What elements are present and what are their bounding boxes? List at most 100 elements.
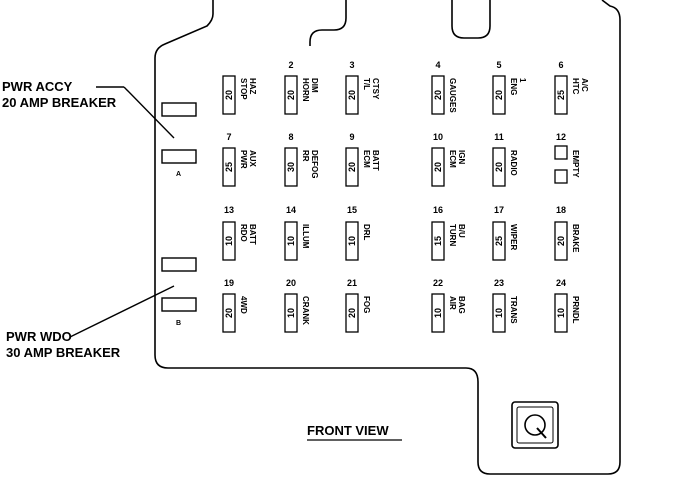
fuse-body	[222, 221, 236, 261]
breaker-b-label: B	[176, 320, 181, 327]
fuse-number: 17	[494, 205, 504, 215]
fuse-amperage: 10	[286, 236, 296, 246]
fuse-amperage: 20	[494, 90, 504, 100]
fuse-circuit-label: BAG	[457, 296, 466, 314]
fuse-body	[345, 293, 359, 333]
fuse-number: 13	[224, 205, 234, 215]
fuse-19: 19 20 4WD	[222, 278, 248, 333]
fuse-body	[554, 221, 568, 261]
fuse-amperage: 10	[433, 308, 443, 318]
fuse-number: 23	[494, 278, 504, 288]
fuse-circuit-label: PRNDL	[571, 296, 580, 324]
fuse-body	[222, 75, 236, 115]
fuse-body	[284, 221, 298, 261]
fuse-body	[431, 75, 445, 115]
pwr-wdo-leader	[69, 285, 175, 338]
fuse-amperage: 20	[433, 90, 443, 100]
fuse-body	[492, 75, 506, 115]
fuse-circuit-label: CRANK	[301, 296, 310, 325]
pwr-wdo-rating: 30 AMP BREAKER	[6, 345, 121, 360]
fuse-number: 2	[288, 60, 293, 70]
fuse-circuit-label: HORN	[301, 78, 310, 102]
fuse-amperage: 20	[286, 90, 296, 100]
fuse-circuit-label: RDO	[239, 224, 248, 242]
fuse-body	[492, 221, 506, 261]
top-connector-right	[451, 0, 491, 39]
fuse-circuit-label: IGN	[457, 150, 466, 164]
fuse-number: 20	[286, 278, 296, 288]
pwr-accy-label: PWR ACCY	[2, 79, 73, 94]
fuse-body	[431, 293, 445, 333]
fuse-circuit-label: BRAKE	[571, 224, 580, 253]
fuse-number: 18	[556, 205, 566, 215]
fuse-amperage: 20	[347, 162, 357, 172]
front-view-caption: FRONT VIEW	[307, 423, 389, 438]
fuse-circuit-label: ENG	[509, 78, 518, 95]
fuse-body	[222, 293, 236, 333]
fuse-body	[492, 293, 506, 333]
breaker-a-group: A	[161, 102, 197, 178]
fuse-circuit-label: A/C	[580, 78, 589, 92]
fuse-body	[284, 147, 298, 187]
fuse-number: 19	[224, 278, 234, 288]
fuse-circuit-label: PWR	[239, 150, 248, 169]
fuse-circuit-label: STOP	[239, 78, 248, 100]
fuse-circuit-label: RADIO	[509, 150, 518, 176]
empty-slot-bottom	[554, 169, 568, 184]
fuse-number: 6	[558, 60, 563, 70]
fuse-number: 10	[433, 132, 443, 142]
fuse-amperage: 20	[433, 162, 443, 172]
fuse-number: 14	[286, 205, 296, 215]
breaker-b-slot-bottom	[161, 297, 197, 312]
fuse-circuit-label: ECM	[448, 150, 457, 168]
breaker-a-slot-bottom	[161, 149, 197, 164]
fuse-amperage: 20	[224, 308, 234, 318]
fuse-number: 12	[556, 132, 566, 142]
fuse-number: 21	[347, 278, 357, 288]
fuse-circuit-label: ILLUM	[301, 224, 310, 249]
fuse-circuit-label: AIR	[448, 296, 457, 310]
fuse-circuit-label: 1	[518, 78, 527, 83]
fuse-number: 4	[435, 60, 440, 70]
fuse-circuit-label: FOG	[362, 296, 371, 313]
fuse-circuit-label: 4WD	[239, 296, 248, 314]
empty-slot-top	[554, 145, 568, 160]
fuse-number: 3	[349, 60, 354, 70]
fuse-number: 11	[494, 132, 504, 142]
fuse-number: 8	[288, 132, 293, 142]
fuse-amperage: 10	[224, 236, 234, 246]
fuse-amperage: 10	[556, 308, 566, 318]
fuse-amperage: 20	[347, 308, 357, 318]
breaker-b-group: B	[161, 257, 197, 327]
fuse-body	[345, 75, 359, 115]
fuse-circuit-label: ECM	[362, 150, 371, 168]
fuse-circuit-label: AUX	[248, 150, 257, 168]
fuse-circuit-label: DRL	[362, 224, 371, 241]
breaker-a-slot-top	[161, 102, 197, 117]
fuse-21: 21 20 FOG	[345, 278, 371, 333]
breaker-b-slot-top	[161, 257, 197, 272]
fuse-body	[554, 75, 568, 115]
fuse-body	[345, 147, 359, 187]
fuse-circuit-label: RR	[301, 150, 310, 162]
fuse-amperage: 30	[286, 162, 296, 172]
fuse-14: 14 10 ILLUM	[284, 205, 310, 261]
fuse-body	[492, 147, 506, 187]
fuse-number: 7	[226, 132, 231, 142]
fuse-circuit-label: HAZ	[248, 78, 257, 95]
